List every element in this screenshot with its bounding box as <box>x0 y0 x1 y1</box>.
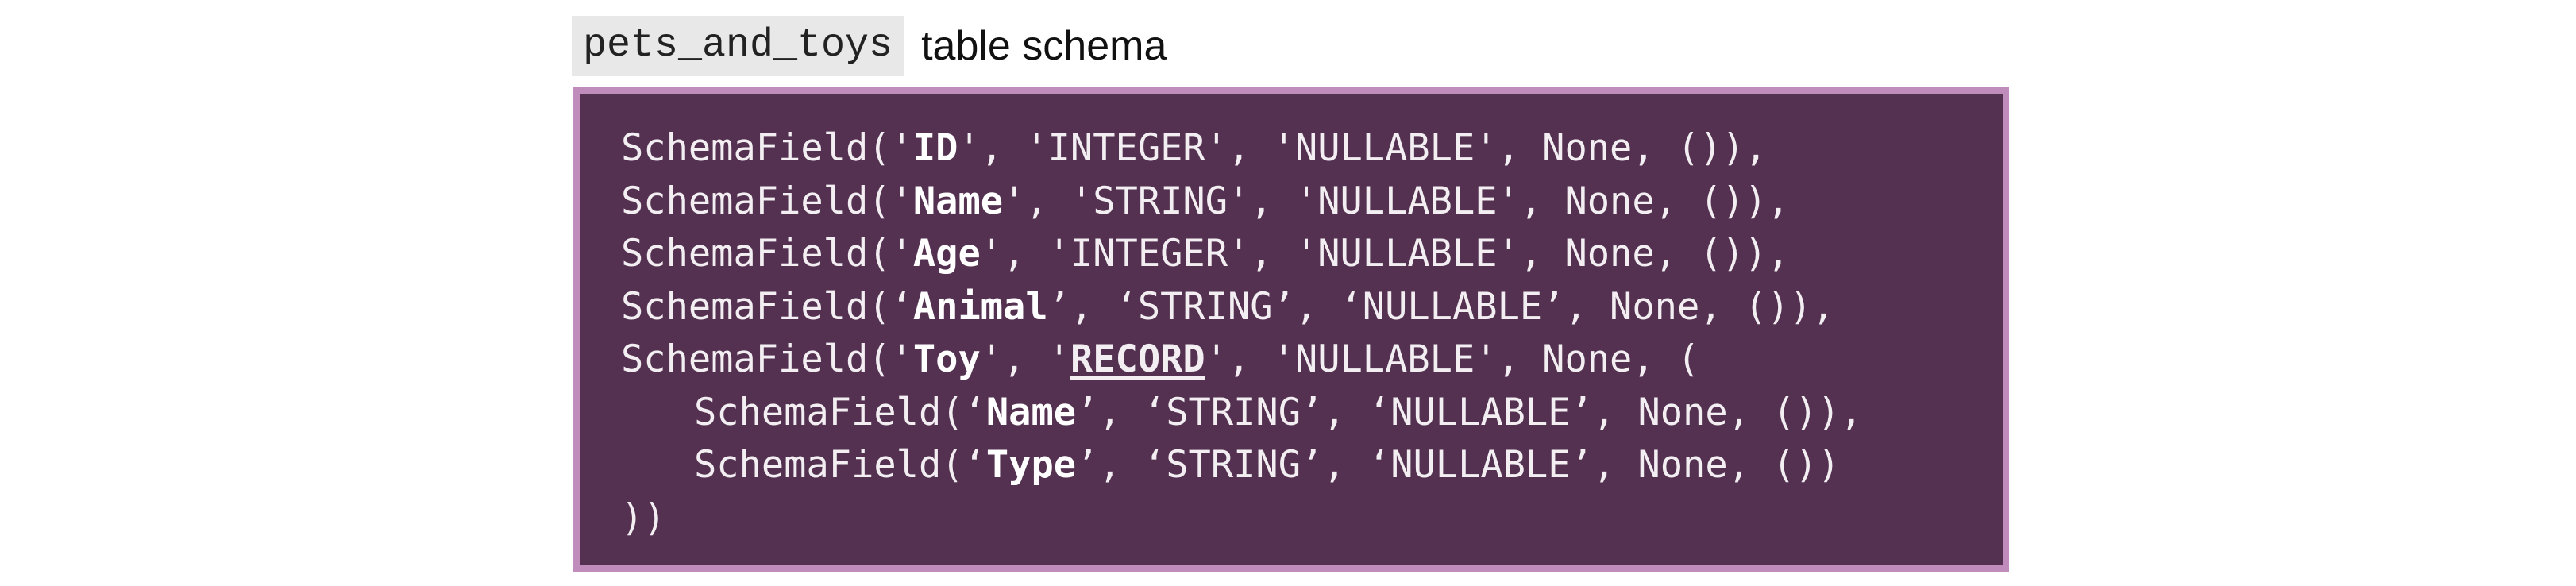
code-text: SchemaField(‘ <box>621 284 913 329</box>
schema-line-name: SchemaField('Name', 'STRING', 'NULLABLE'… <box>621 175 2003 229</box>
field-name-toy-type: Type <box>985 443 1077 487</box>
field-name-age: Age <box>912 232 981 276</box>
field-name-name: Name <box>912 179 1004 223</box>
code-text: SchemaField(‘ <box>694 390 986 434</box>
schema-line-toy: SchemaField('Toy', 'RECORD', 'NULLABLE',… <box>621 333 2003 387</box>
schema-code-block: SchemaField('ID', 'INTEGER', 'NULLABLE',… <box>573 87 2009 572</box>
schema-line-toy-name: SchemaField(‘Name’, ‘STRING’, ‘NULLABLE’… <box>621 387 2003 440</box>
code-text: ’, ‘NULLABLE’, None, ()), <box>1301 390 1863 434</box>
schema-line-id: SchemaField('ID', 'INTEGER', 'NULLABLE',… <box>621 122 2003 175</box>
code-text: ', 'NULLABLE', None, ()), <box>1205 126 1768 170</box>
code-text: ', 'NULLABLE', None, ( <box>1205 337 1700 381</box>
field-type-record: RECORD <box>1070 337 1205 381</box>
field-name-id: ID <box>912 126 958 170</box>
schema-line-animal: SchemaField(‘Animal’, ‘STRING’, ‘NULLABL… <box>621 281 2003 334</box>
schema-title: pets_and_toys table schema <box>572 16 1167 76</box>
field-name-animal: Animal <box>912 284 1048 329</box>
code-text: ’, ‘STRING <box>1047 284 1273 329</box>
code-text: SchemaField(‘ <box>694 443 986 487</box>
code-text: SchemaField(' <box>621 232 913 276</box>
schema-line-toy-type: SchemaField(‘Type’, ‘STRING’, ‘NULLABLE’… <box>621 439 2003 492</box>
code-text: ’, ‘STRING <box>1076 443 1301 487</box>
code-text: SchemaField(' <box>621 179 913 223</box>
code-text: SchemaField(' <box>621 126 913 170</box>
field-name-toy-name: Name <box>985 390 1077 434</box>
code-text: ', 'INTEGER <box>958 126 1205 170</box>
title-label: table schema <box>921 23 1167 69</box>
field-name-toy: Toy <box>912 337 981 381</box>
code-text: ’, ‘NULLABLE’, None, ()), <box>1272 284 1835 329</box>
schema-closing: )) <box>621 495 666 540</box>
code-text: ’, ‘NULLABLE’, None, ()) <box>1301 443 1841 487</box>
code-text: ', 'NULLABLE', None, ()), <box>1228 232 1790 276</box>
schema-line-age: SchemaField('Age', 'INTEGER', 'NULLABLE'… <box>621 228 2003 281</box>
code-text: ', 'INTEGER <box>980 232 1228 276</box>
code-text: SchemaField(' <box>621 337 913 381</box>
table-name-code: pets_and_toys <box>572 16 904 76</box>
code-text: ', 'STRING <box>1003 179 1228 223</box>
code-text: ', 'NULLABLE', None, ()), <box>1228 179 1790 223</box>
code-text: ’, ‘STRING <box>1076 390 1301 434</box>
code-text: ', ' <box>980 337 1070 381</box>
